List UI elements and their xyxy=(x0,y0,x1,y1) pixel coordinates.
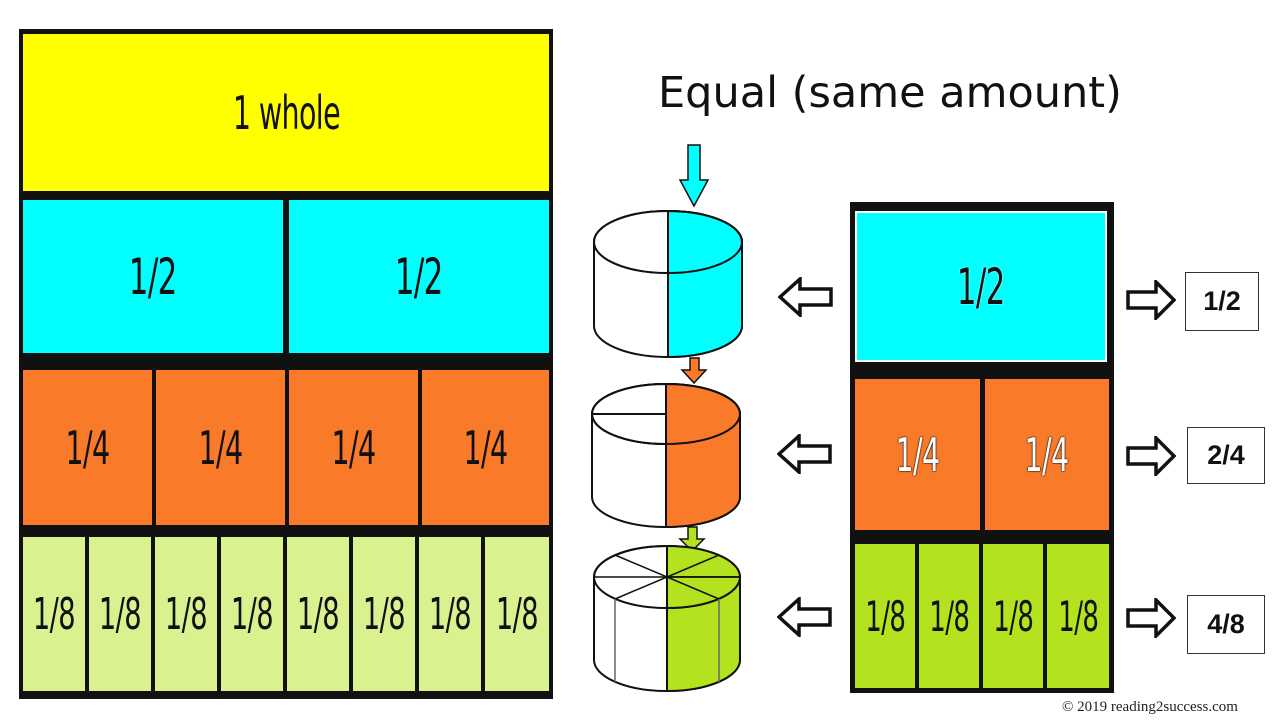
quarter-label: 1/4 xyxy=(198,420,243,475)
result-four-eighths: 4/8 xyxy=(1187,595,1265,654)
right-arrow-icon xyxy=(1126,280,1176,320)
quarter-label: 1/4 xyxy=(331,420,376,475)
eighth-label: 1/8 xyxy=(362,588,406,640)
eighth-bar-7: 1/8 xyxy=(419,537,481,691)
left-arrow-icon xyxy=(777,434,832,474)
cylinder-eighth xyxy=(593,545,741,693)
eighth-label: 1/8 xyxy=(32,588,76,640)
eighth-label: 1/8 xyxy=(992,591,1034,641)
eighth-label: 1/8 xyxy=(1057,591,1099,641)
eighth-bar-2: 1/8 xyxy=(89,537,151,691)
comparison-wall: 1/2 1/4 1/4 1/8 1/8 1/8 1/8 xyxy=(850,202,1114,693)
eighth-label: 1/8 xyxy=(164,588,208,640)
cylinder-half xyxy=(592,209,743,359)
quarter-bar-1: 1/4 xyxy=(23,370,152,525)
eighth-label: 1/8 xyxy=(864,591,906,641)
whole-bar: 1 whole xyxy=(23,34,549,191)
comparison-eighth-2: 1/8 xyxy=(919,544,979,688)
right-arrow-icon xyxy=(1126,598,1176,638)
left-arrow-icon xyxy=(777,597,832,637)
half-bar-1: 1/2 xyxy=(23,200,283,353)
quarter-label: 1/4 xyxy=(895,427,940,482)
quarter-bar-4: 1/4 xyxy=(422,370,549,525)
result-half: 1/2 xyxy=(1185,272,1259,331)
eighth-label: 1/8 xyxy=(495,588,539,640)
quarter-bar-2: 1/4 xyxy=(156,370,285,525)
eighth-label: 1/8 xyxy=(98,588,142,640)
copyright-text: © 2019 reading2success.com xyxy=(1062,699,1238,715)
eighth-bar-1: 1/8 xyxy=(23,537,85,691)
quarter-label: 1/4 xyxy=(65,420,110,475)
comparison-half: 1/2 xyxy=(855,211,1107,362)
quarter-bar-3: 1/4 xyxy=(289,370,418,525)
comparison-eighth-1: 1/8 xyxy=(855,544,915,688)
down-arrow-icon xyxy=(678,526,706,553)
comparison-eighth-4: 1/8 xyxy=(1047,544,1109,688)
eighth-bar-6: 1/8 xyxy=(353,537,415,691)
left-arrow-icon xyxy=(778,277,833,317)
eighth-bar-3: 1/8 xyxy=(155,537,217,691)
page-title: Equal (same amount) xyxy=(658,68,1122,118)
cylinder-diagram xyxy=(590,144,743,693)
eighth-label: 1/8 xyxy=(296,588,340,640)
eighth-label: 1/8 xyxy=(230,588,274,640)
half-label: 1/2 xyxy=(394,247,444,306)
eighth-bar-5: 1/8 xyxy=(287,537,349,691)
right-arrow-icon xyxy=(1126,436,1176,476)
half-label: 1/2 xyxy=(128,247,178,306)
comparison-quarter-1: 1/4 xyxy=(855,379,980,530)
comparison-eighth-3: 1/8 xyxy=(983,544,1043,688)
eighth-label: 1/8 xyxy=(928,591,970,641)
cylinder-quarter xyxy=(590,382,741,529)
half-bar-2: 1/2 xyxy=(289,200,549,353)
down-arrow-icon xyxy=(680,357,708,385)
half-label: 1/2 xyxy=(956,257,1006,316)
quarter-label: 1/4 xyxy=(463,420,508,475)
fraction-wall: 1 whole 1/2 1/2 1/4 1/4 1/4 1/4 1/8 1/8 … xyxy=(19,29,553,699)
whole-label: 1 whole xyxy=(232,85,340,140)
eighth-label: 1/8 xyxy=(428,588,472,640)
result-two-quarters: 2/4 xyxy=(1187,427,1265,484)
eighth-bar-4: 1/8 xyxy=(221,537,283,691)
down-arrow-icon xyxy=(678,144,710,208)
quarter-label: 1/4 xyxy=(1024,427,1070,482)
comparison-quarter-2: 1/4 xyxy=(985,379,1109,530)
eighth-bar-8: 1/8 xyxy=(485,537,549,691)
